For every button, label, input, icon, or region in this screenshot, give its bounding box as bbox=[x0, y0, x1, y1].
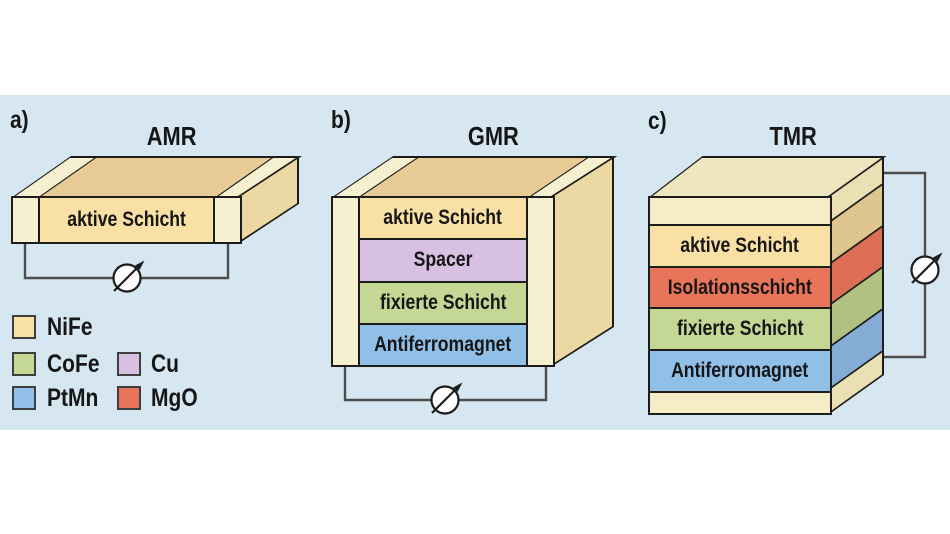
gmr-layer-pinned: fixierte Schicht bbox=[360, 280, 526, 323]
gmr-left-contact bbox=[333, 198, 358, 365]
panel-title-amr: AMR bbox=[147, 121, 197, 151]
ammeter-icon bbox=[910, 251, 944, 285]
legend-label-nife: NiFe bbox=[47, 313, 93, 341]
tmr-layer-active: aktive Schicht bbox=[650, 224, 830, 266]
legend-label-cofe: CoFe bbox=[47, 350, 100, 378]
gmr-layer-antiferromagnet: Antiferromagnet bbox=[360, 322, 526, 365]
tmr-front-face: aktive Schicht Isolationsschicht fixiert… bbox=[648, 196, 832, 415]
panel-label-b: b) bbox=[331, 106, 351, 134]
amr-front-face: aktive Schicht bbox=[11, 196, 242, 244]
tmr-layer-insulator: Isolationsschicht bbox=[650, 266, 830, 307]
legend-swatch-mgo bbox=[117, 386, 141, 410]
gmr-front-face: aktive Schicht Spacer fixierte Schicht A… bbox=[331, 196, 555, 367]
tmr-electrode-top bbox=[650, 198, 830, 224]
ammeter-icon bbox=[430, 381, 464, 415]
gmr-layer-active: aktive Schicht bbox=[360, 198, 526, 239]
legend-label-mgo: MgO bbox=[151, 384, 198, 412]
tmr-layer-pinned: fixierte Schicht bbox=[650, 307, 830, 349]
tmr-electrode-bottom bbox=[650, 391, 830, 413]
legend-swatch-nife bbox=[12, 315, 36, 339]
legend-swatch-ptmn bbox=[12, 386, 36, 410]
legend-label-ptmn: PtMn bbox=[47, 384, 99, 412]
panel-title-gmr: GMR bbox=[467, 121, 519, 151]
amr-layer-active: aktive Schicht bbox=[67, 208, 186, 231]
tmr-layer-antiferromagnet: Antiferromagnet bbox=[650, 349, 830, 391]
legend-swatch-cu bbox=[117, 352, 141, 376]
panel-label-a: a) bbox=[10, 106, 29, 134]
gmr-layer-spacer: Spacer bbox=[360, 238, 526, 281]
panel-title-tmr: TMR bbox=[769, 121, 817, 151]
legend-label-cu: Cu bbox=[151, 350, 179, 378]
panel-label-c: c) bbox=[648, 107, 667, 135]
gmr-right-contact bbox=[528, 198, 553, 365]
amr-right-contact bbox=[215, 198, 240, 242]
ammeter-icon bbox=[112, 259, 146, 293]
amr-left-contact bbox=[13, 198, 38, 242]
legend-swatch-cofe bbox=[12, 352, 36, 376]
